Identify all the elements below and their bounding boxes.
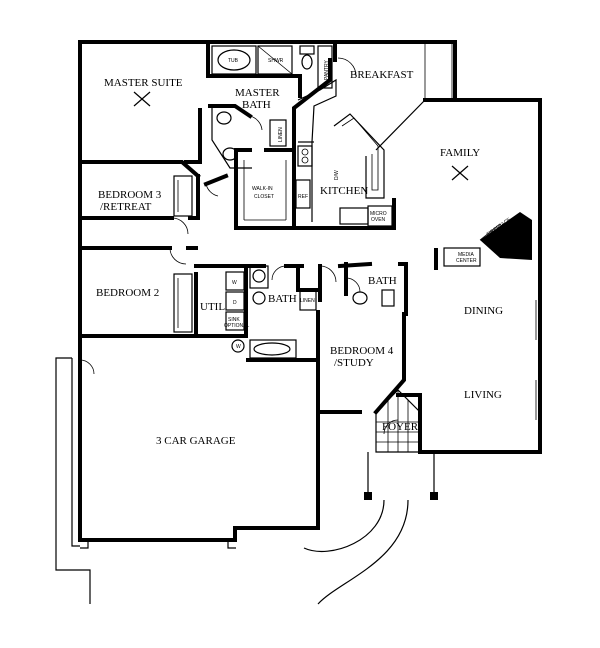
label-shwr: SHWR [268,58,284,64]
label-walk-in-2: CLOSET [254,194,274,200]
exterior-walls [78,40,542,542]
label-bedroom3-2: /RETREAT [100,201,152,213]
label-bedroom3-1: BEDROOM 3 [98,189,162,201]
label-foyer: FOYER [382,421,419,433]
label-dryer: D [233,300,237,306]
label-master-bath-2: BATH [242,99,271,111]
label-tub: TUB [228,58,239,64]
fixtures-detail [55,44,537,605]
label-dw: D/W [334,170,340,180]
label-optional-1: SINK [228,317,240,323]
label-bath-right: BATH [368,275,397,287]
label-living: LIVING [464,389,502,401]
label-micro-1: MICRO [370,211,387,217]
label-pantry: PANTRY [324,60,330,80]
room-labels: MASTER SUITE MASTER BATH BREAKFAST FAMIL… [96,69,503,447]
label-master-suite: MASTER SUITE [104,77,183,89]
label-media-1: MEDIA [458,252,475,258]
label-garage: 3 CAR GARAGE [156,435,236,447]
label-dining: DINING [464,305,503,317]
label-bath-mid: BATH [268,293,297,305]
label-w-circle: W [236,344,241,350]
label-util: UTIL [200,301,225,313]
ceiling-fan-master [133,91,151,107]
label-ref: REF [298,194,308,200]
label-linen-master: LINEN [278,127,284,142]
label-kitchen: KITCHEN [320,185,368,197]
label-family: FAMILY [440,147,480,159]
ceiling-fan-family [451,165,469,181]
label-media-2: CENTER [456,258,477,264]
label-walk-in-1: WALK-IN [252,186,273,192]
foyer-tiles [375,389,421,453]
label-washer: W [232,280,237,286]
label-master-bath-1: MASTER [235,87,280,99]
label-bedroom4-2: /STUDY [334,357,374,369]
label-micro-2: OVEN [371,217,386,223]
label-linen-bath: LINEN [300,298,315,304]
label-bedroom2: BEDROOM 2 [96,287,159,299]
label-optional-2: OPTIONAL [224,323,250,329]
label-breakfast: BREAKFAST [350,69,414,81]
label-bedroom4-1: BEDROOM 4 [330,345,394,357]
